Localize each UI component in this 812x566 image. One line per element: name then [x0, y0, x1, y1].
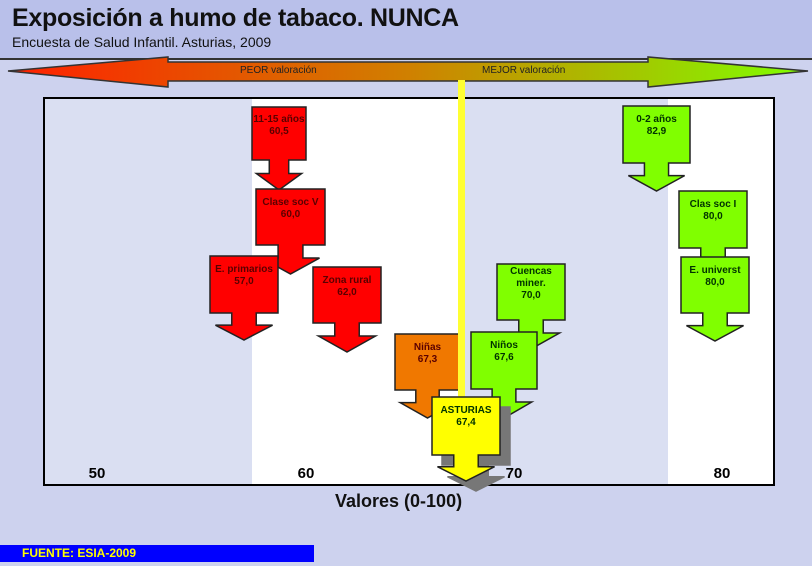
marker-value: 62,0	[337, 286, 357, 298]
better-label: MEJOR valoración	[482, 65, 566, 76]
marker-11-15-an-os	[251, 106, 307, 191]
marker-value: 60,0	[280, 208, 301, 220]
marker-value: 60,5	[269, 125, 289, 137]
marker-category: E. universt	[689, 264, 741, 276]
marker-asturias	[431, 396, 501, 482]
x-tick-label: 80	[713, 465, 731, 482]
header: Exposición a humo de tabaco. NUNCA Encue…	[0, 0, 812, 60]
marker-category: 0-2 años	[636, 113, 677, 125]
marker-e-primarios	[209, 255, 279, 341]
marker-category: Niñas	[413, 341, 442, 353]
marker-nin-os	[470, 331, 538, 419]
marker-value: 57,0	[234, 275, 254, 287]
asturias-reference-line	[458, 80, 465, 410]
x-axis-label: Valores (0-100)	[335, 491, 463, 511]
worse-label: PEOR valoración	[240, 65, 317, 76]
marker-value: 80,0	[705, 276, 725, 288]
marker-clase-soc-v	[255, 188, 326, 275]
x-tick-label: 50	[88, 465, 106, 482]
marker-category: Cuencas miner.	[510, 265, 552, 289]
scale-arrow	[7, 56, 809, 88]
x-tick-label: 70	[505, 465, 523, 482]
page-title: Exposición a humo de tabaco. NUNCA	[12, 4, 459, 32]
marker-category: E. primarios	[215, 263, 273, 275]
marker-category: Clas soc I	[689, 198, 737, 210]
marker-category: ASTURIAS	[440, 405, 492, 417]
double-arrow-shape	[7, 56, 809, 88]
marker-e-universt	[680, 256, 750, 342]
marker-value: 67,3	[417, 353, 438, 365]
marker-value: 82,9	[646, 125, 667, 137]
marker-cuencas-miner	[496, 263, 566, 350]
marker-value: 67,6	[494, 351, 514, 363]
source-bar: FUENTE: ESIA-2009	[0, 545, 314, 562]
marker-value: 70,0	[521, 289, 541, 301]
marker-value: 80,0	[703, 210, 723, 222]
marker-label-cuencas-miner: Cuencas miner.70,0	[497, 264, 565, 303]
marker-0-2-an-os	[622, 105, 691, 192]
page-subtitle: Encuesta de Salud Infantil. Asturias, 20…	[12, 34, 272, 50]
marker-zona-rural	[312, 266, 382, 353]
x-tick-label: 60	[297, 465, 315, 482]
marker-category: Zona rural	[322, 274, 372, 286]
marker-category: Niños	[490, 339, 518, 351]
marker-value: 67,4	[456, 417, 476, 429]
marker-category: Clase soc V	[262, 196, 319, 208]
marker-category: 11-15 años	[253, 113, 305, 125]
